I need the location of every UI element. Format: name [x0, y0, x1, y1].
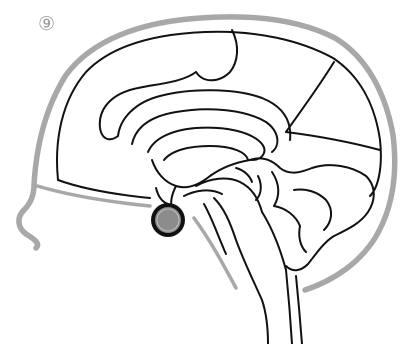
- spinal-cord: [286, 270, 292, 344]
- cerebral-gyri: [196, 30, 237, 80]
- cerebellum: [250, 158, 374, 270]
- skull-outline: [19, 17, 395, 290]
- brainstem: [214, 198, 268, 344]
- marker-label: ⑨: [38, 13, 55, 35]
- parieto-occipital-sulcus: [286, 62, 334, 132]
- pituitary-marker: [151, 203, 185, 237]
- cingulate-gyrus: [118, 90, 290, 140]
- cerebrum: [57, 30, 381, 344]
